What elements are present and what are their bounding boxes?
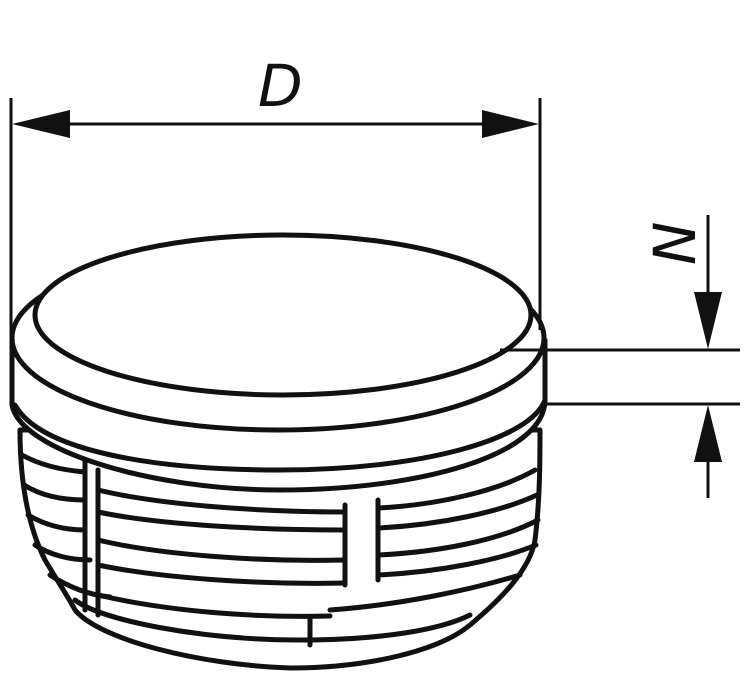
rib-right-1b: [375, 492, 540, 531]
arrowhead-down: [694, 292, 722, 349]
rib-center-2: [95, 537, 348, 563]
rib-right-2b: [375, 542, 539, 578]
arrowhead-up: [694, 405, 722, 462]
rib-right-3: [327, 572, 523, 613]
cap-top-face: [32, 232, 534, 398]
ribbed-insert: [17, 427, 543, 671]
dimension-d: D: [9, 52, 542, 340]
insert-silhouette: [17, 427, 543, 671]
label-d: D: [258, 52, 303, 120]
rib-center-3: [95, 592, 333, 619]
cap-lower-edge: [12, 397, 548, 473]
dimension-n: N: [500, 215, 740, 498]
arrowhead-right: [482, 110, 539, 138]
rib-right-1: [375, 467, 538, 511]
rib-right-2: [375, 517, 541, 558]
rib-center-1: [95, 487, 348, 515]
rib-left-1: [19, 452, 88, 475]
insert-bottom-rim: [72, 597, 473, 643]
rib-left-3: [25, 512, 88, 533]
rib-left-2: [21, 482, 88, 503]
rib-center-1b: [95, 509, 348, 533]
label-n: N: [641, 222, 709, 265]
arrowhead-left: [12, 110, 70, 138]
cap-head: [9, 232, 548, 493]
rib-center-2b: [95, 562, 348, 586]
